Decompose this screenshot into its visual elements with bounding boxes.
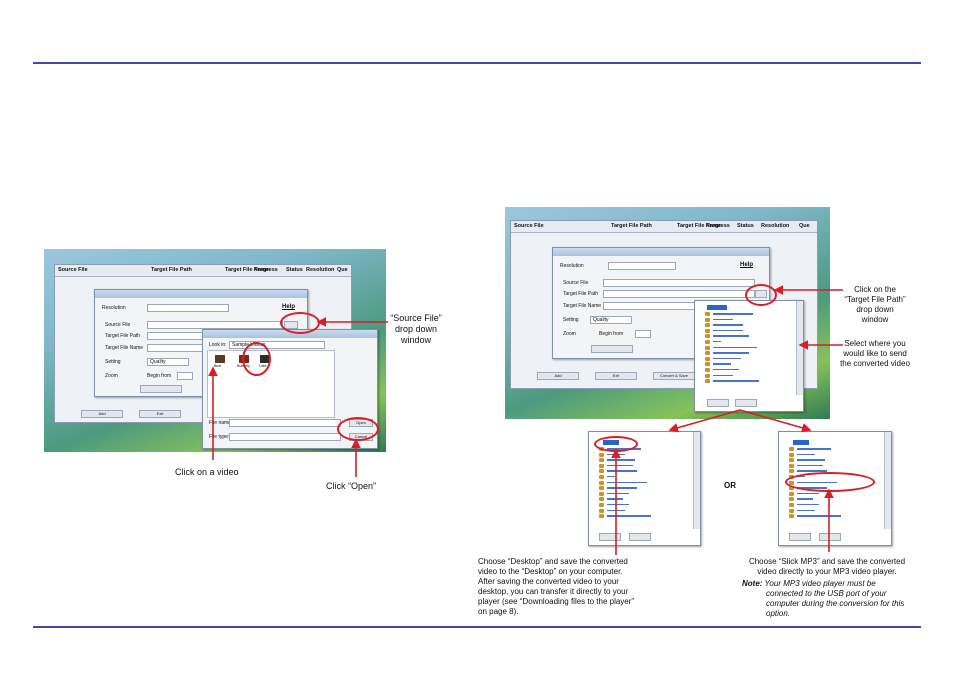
zoom-checkbox[interactable]: Zoom (563, 331, 576, 337)
or-label: OR (724, 481, 736, 490)
setting-label: Setting (105, 359, 121, 365)
target-file-name-label: Target File Name (563, 303, 602, 309)
tree-cancel-button[interactable] (735, 399, 757, 407)
source-file-field[interactable] (603, 279, 755, 287)
dialog-ok-button[interactable] (140, 385, 182, 393)
col-target-file-path[interactable]: Target File Path (611, 223, 652, 229)
col-que[interactable]: Que (337, 267, 348, 273)
dialog-ok-button[interactable] (591, 345, 633, 353)
cancel-button[interactable] (629, 533, 651, 541)
col-resolution[interactable]: Resolution (761, 223, 790, 229)
col-progress[interactable]: Progress (254, 267, 278, 273)
quality-select[interactable]: Quality (590, 316, 632, 324)
target-file-name-label: Target File Name (105, 345, 144, 351)
quality-select[interactable]: Quality (147, 358, 189, 366)
begin-from-field[interactable] (635, 330, 651, 338)
col-target-file-name[interactable]: Target File Name (677, 223, 721, 229)
video-thumb-highlight (242, 342, 271, 376)
begin-from-label: Begin from (599, 331, 624, 337)
column-header: Source File Target File Path Target File… (55, 265, 351, 277)
cancel-button[interactable] (819, 533, 841, 541)
resolution-label: Resolution (102, 305, 126, 311)
open-dialog-files: Bear Butterfly Lake (207, 350, 335, 418)
click-open-caption: Click “Open” (326, 481, 377, 491)
ok-button[interactable] (599, 533, 621, 541)
zoom-checkbox[interactable]: Zoom (105, 373, 118, 379)
target-path-button-highlight (745, 284, 777, 306)
exit-button[interactable]: Exit (139, 410, 181, 418)
column-header: Source File Target File Path Target File… (511, 221, 817, 233)
exit-button[interactable]: Exit (595, 372, 637, 380)
col-target-file-path[interactable]: Target File Path (151, 267, 192, 273)
col-source-file[interactable]: Source File (58, 267, 88, 273)
click-video-caption: Click on a video (175, 467, 239, 477)
video-thumb-bear[interactable] (215, 355, 225, 363)
col-que[interactable]: Que (799, 223, 810, 229)
col-resolution[interactable]: Resolution (306, 267, 335, 273)
source-file-label: Source File (563, 280, 589, 286)
source-file-label: Source File (105, 322, 131, 328)
file-type-label: File type: (209, 434, 230, 440)
col-status[interactable]: Status (286, 267, 303, 273)
slick-mp3-caption: Choose “Slick MP3” and save the converte… (748, 557, 906, 576)
help-link[interactable]: Help (282, 304, 296, 310)
setting-label: Setting (563, 317, 579, 323)
bottom-rule (33, 626, 921, 628)
col-progress[interactable]: Progress (706, 223, 730, 229)
left-screenshot: Source File Target File Path Target File… (44, 249, 386, 452)
top-rule (33, 62, 921, 64)
add-button[interactable]: Add (81, 410, 123, 418)
file-name-label: File name: (209, 420, 233, 426)
resolution-label: Resolution (560, 263, 584, 269)
look-in-label: Look in: (209, 342, 227, 348)
ok-button[interactable] (789, 533, 811, 541)
tree-ok-button[interactable] (707, 399, 729, 407)
target-file-path-label: Target File Path (563, 291, 599, 297)
note-text: Note: Your MP3 video player must be conn… (742, 579, 905, 618)
resolution-select[interactable] (608, 262, 676, 270)
col-target-file-name[interactable]: Target File Name (225, 267, 269, 273)
col-source-file[interactable]: Source File (514, 223, 544, 229)
target-file-path-label: Target File Path (105, 333, 141, 339)
resolution-select[interactable] (147, 304, 229, 312)
begin-from-field[interactable] (177, 372, 193, 380)
begin-from-label: Begin from (147, 373, 172, 379)
add-button[interactable]: Add (537, 372, 579, 380)
col-status[interactable]: Status (737, 223, 754, 229)
file-type-select[interactable] (229, 433, 341, 441)
help-link[interactable]: Help (740, 262, 754, 268)
